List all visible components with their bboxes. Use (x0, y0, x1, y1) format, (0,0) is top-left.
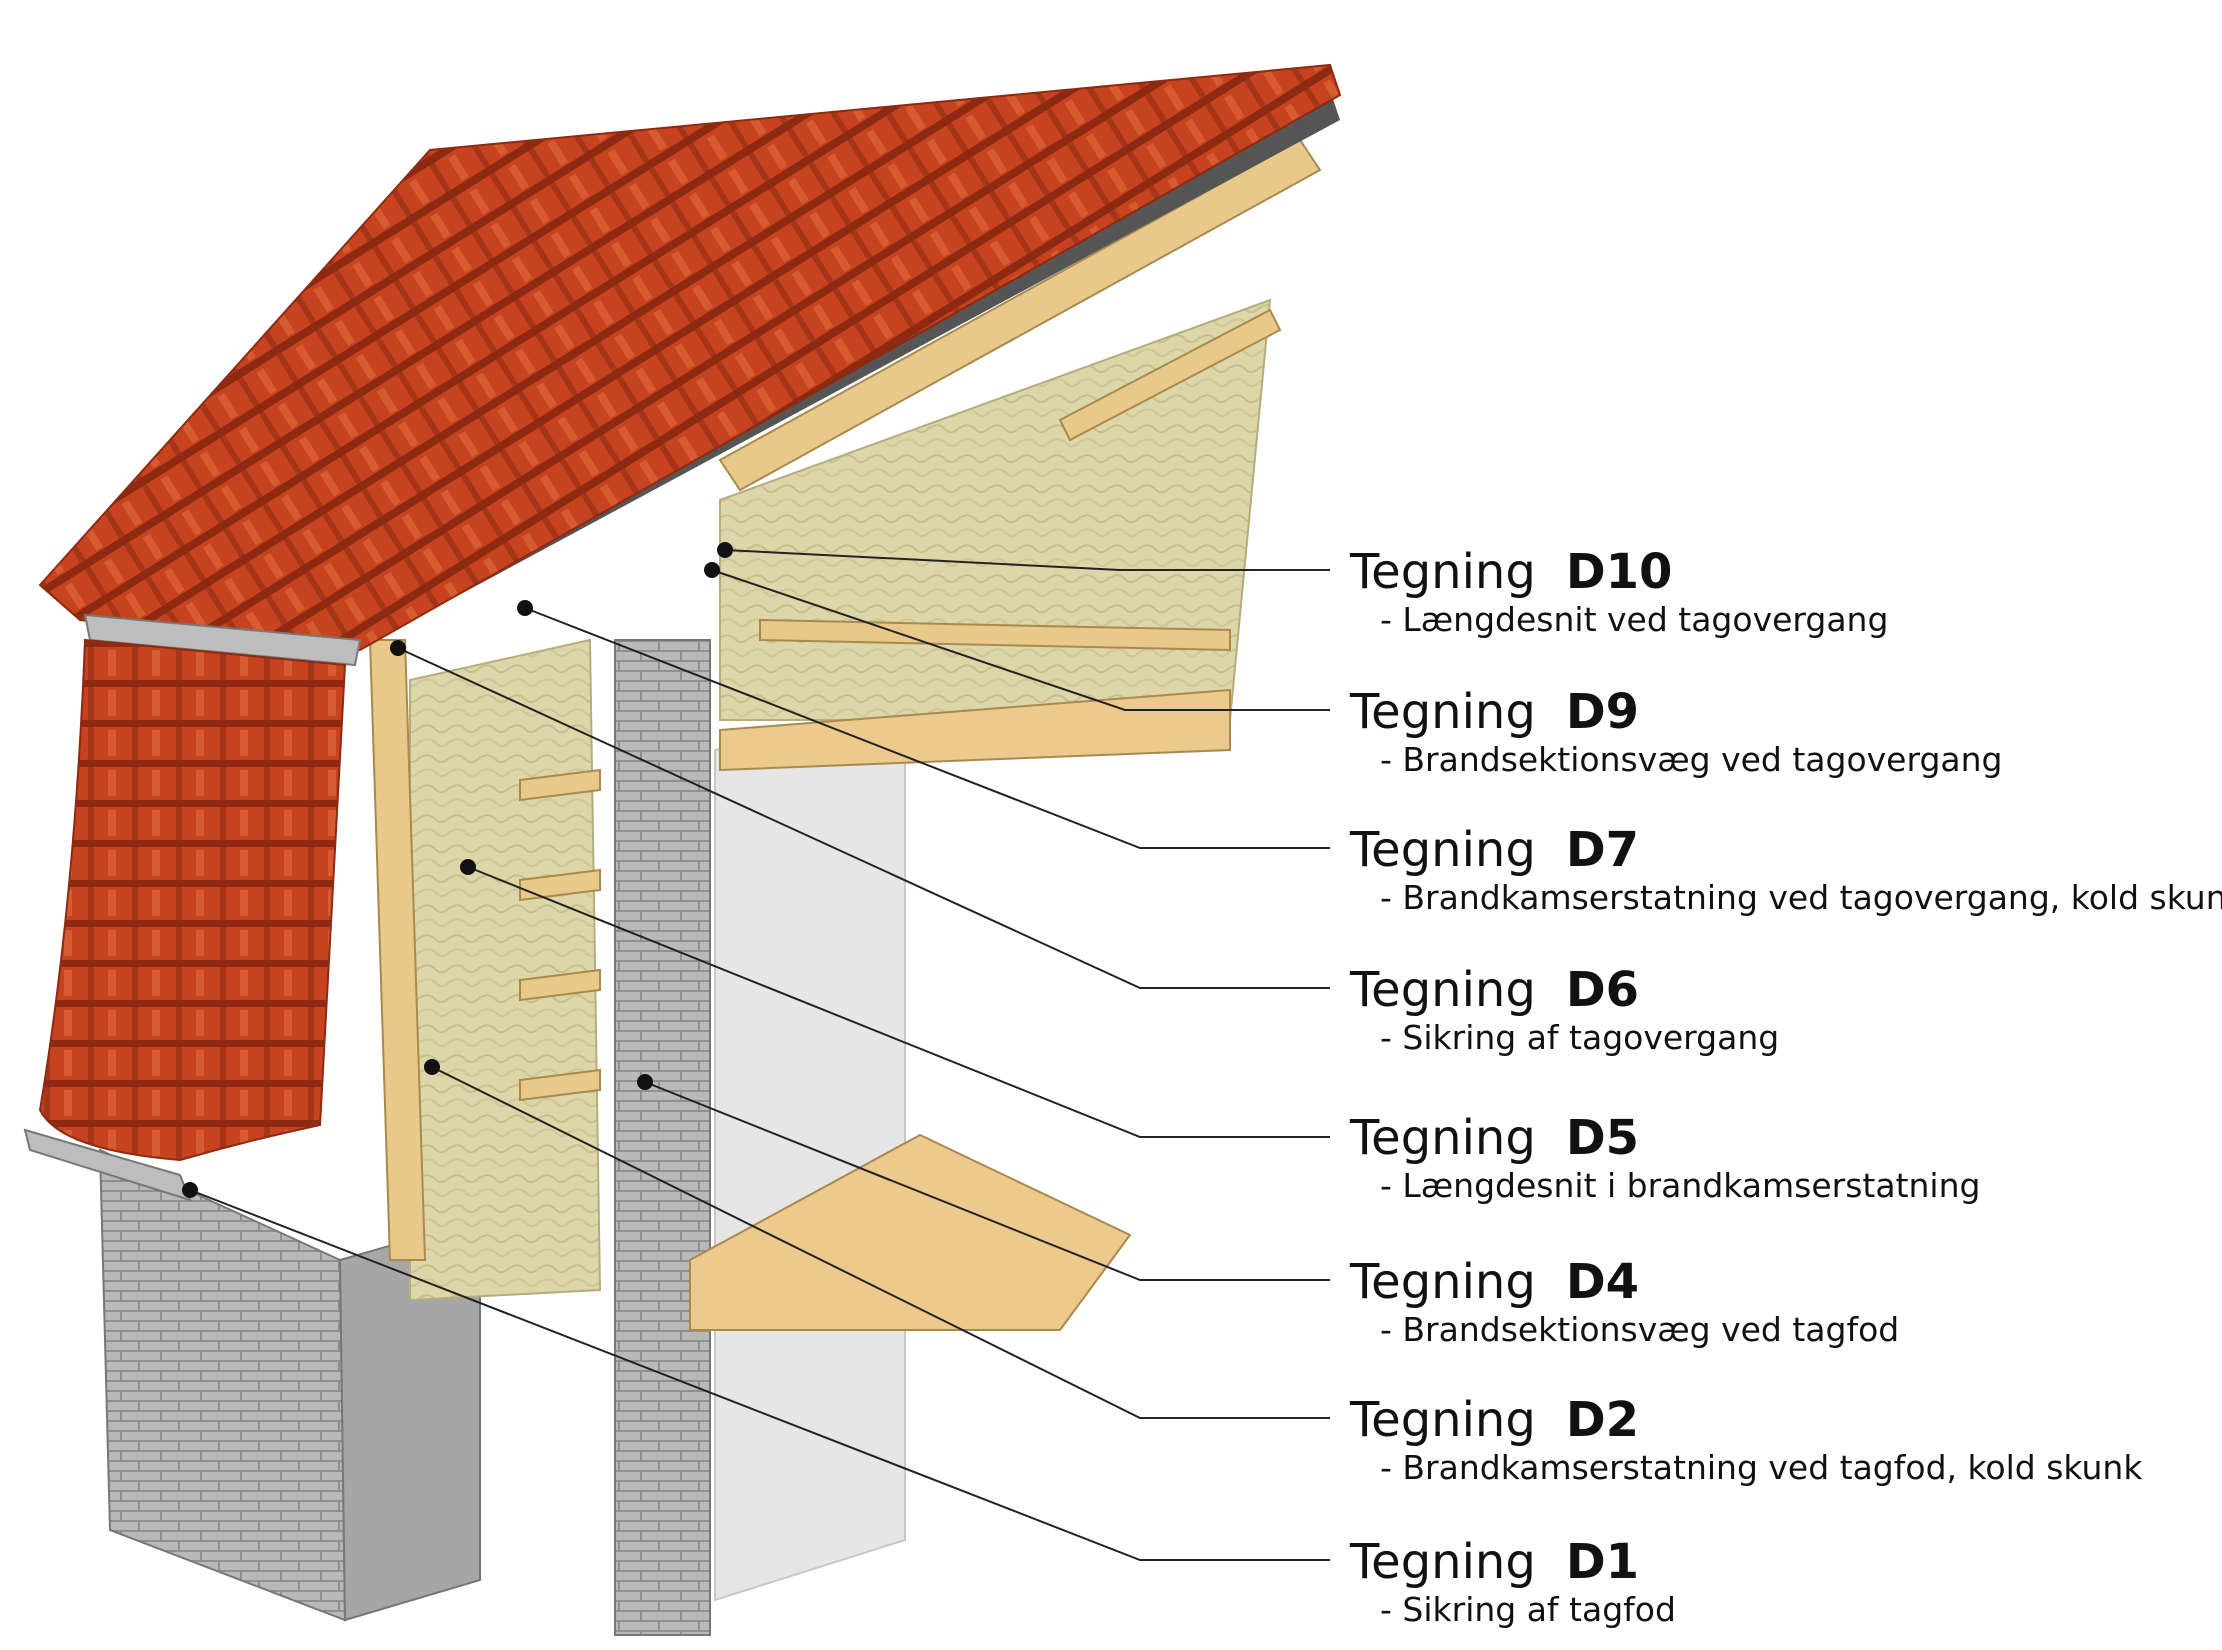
dot-d4 (637, 1074, 653, 1090)
rafters (368, 138, 1322, 1261)
insulation-left (409, 638, 602, 1302)
label-d5: Tegning D5 - Længdesnit i brandkamserstat… (1350, 1110, 2210, 1206)
label-prefix: Tegning (1350, 1110, 1536, 1166)
label-code: D9 (1565, 684, 1640, 740)
roof-tiles-vertical (38, 638, 347, 1162)
roof-tiles-main (38, 63, 1342, 652)
label-prefix: Tegning (1350, 1534, 1536, 1590)
label-code: D5 (1565, 1110, 1640, 1166)
label-prefix: Tegning (1350, 544, 1536, 600)
label-prefix: Tegning (1350, 962, 1536, 1018)
gutter (83, 613, 362, 667)
label-code: D1 (1565, 1534, 1640, 1590)
brick-wall-lower (98, 1148, 347, 1622)
label-prefix: Tegning (1350, 1254, 1536, 1310)
label-prefix: Tegning (1350, 684, 1536, 740)
label-description: - Sikring af tagovergang (1380, 1018, 1780, 1057)
label-description: - Brandkamserstatning ved tagfod, kold s… (1380, 1448, 2143, 1487)
label-prefix: Tegning (1350, 822, 1536, 878)
dot-d6 (390, 640, 406, 656)
label-code: D7 (1565, 822, 1640, 878)
dot-d1 (182, 1182, 198, 1198)
label-description: - Længdesnit ved tagovergang (1380, 600, 1889, 639)
ceiling-deck (719, 688, 1231, 772)
label-code: D6 (1565, 962, 1640, 1018)
label-d9: Tegning D9 - Brandsektionsvæg ved tagover… (1350, 684, 2210, 780)
label-code: D10 (1565, 544, 1673, 600)
label-d7: Tegning D7 - Brandkamserstatning ved tago… (1350, 822, 2222, 918)
label-code: D4 (1565, 1254, 1640, 1310)
dot-d9 (704, 562, 720, 578)
label-description: - Brandkamserstatning ved tagovergang, k… (1380, 878, 2222, 917)
leader-dots (182, 542, 733, 1198)
label-description: - Brandsektionsvæg ved tagfod (1380, 1310, 1900, 1349)
dot-d5 (460, 859, 476, 875)
label-d1: Tegning D1 - Sikring af tagfod (1350, 1534, 2210, 1630)
label-description: - Sikring af tagfod (1380, 1590, 1676, 1629)
label-description: - Længdesnit i brandkamserstatning (1380, 1166, 1981, 1205)
label-d4: Tegning D4 - Brandsektionsvæg ved tagfod (1350, 1254, 2210, 1350)
gutter-lower (23, 1128, 192, 1202)
dot-d2 (424, 1059, 440, 1075)
label-d2: Tegning D2 - Brandkamserstatning ved tagf… (1350, 1392, 2210, 1488)
floor-deck (689, 1133, 1132, 1331)
label-description: - Brandsektionsvæg ved tagovergang (1380, 740, 2003, 779)
label-d6: Tegning D6 - Sikring af tagovergang (1350, 962, 2210, 1058)
dot-d7 (517, 600, 533, 616)
brick-fire-wall (614, 639, 711, 1636)
label-prefix: Tegning (1350, 1392, 1536, 1448)
leader-lines (189, 549, 1330, 1561)
dot-d10 (717, 542, 733, 558)
label-d10: Tegning D10 - Længdesnit ved tagovergang (1350, 544, 2210, 640)
label-code: D2 (1565, 1392, 1640, 1448)
